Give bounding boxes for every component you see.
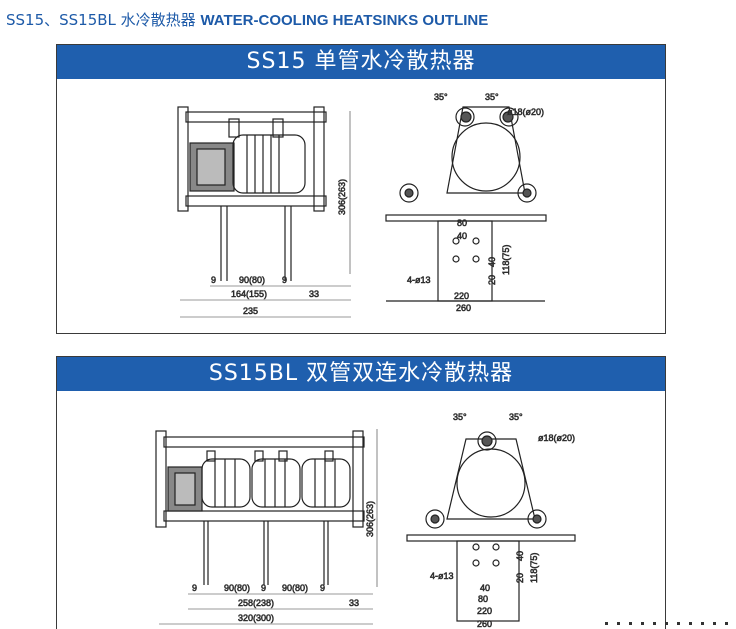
ss15bl-drawing: 9 90(80) 9 90(80) 9 258(238) 33 320(300)… — [155, 412, 576, 629]
ss15bl-dim-holes: 4-ø13 — [430, 571, 454, 581]
ss15bl-dim-90b: 90(80) — [282, 583, 308, 593]
ss15bl-angle-left: 35° — [453, 412, 467, 422]
ss15-angle-left: 35° — [434, 92, 448, 102]
panel-ss15: SS15 单管水冷散热器 9 — [56, 44, 666, 334]
ss15bl-dim-80: 80 — [478, 594, 488, 604]
ss15-dim-40b: 40 — [487, 257, 497, 267]
ss15bl-dim-40b: 40 — [480, 583, 490, 593]
ss15-dim-40a: 40 — [457, 231, 467, 241]
ss15-dim-260: 260 — [456, 303, 471, 313]
ss15bl-angle-right: 35° — [509, 412, 523, 422]
ss15bl-dim-306: 306(263) — [365, 501, 375, 537]
ss15-drawing: 9 90(80) 9 164(155) 33 235 306(263) — [177, 92, 547, 318]
panel-ss15bl: SS15BL 双管双连水冷散热器 — [56, 356, 666, 629]
ss15-dim-164: 164(155) — [231, 289, 267, 299]
ss15-dim-306: 306(263) — [337, 179, 347, 215]
ss15-side-dimensions: 9 90(80) 9 164(155) 33 235 306(263) — [180, 111, 351, 318]
ss15-dim-holes: 4-ø13 — [407, 275, 431, 285]
bottom-decorative-marks — [605, 622, 728, 625]
panel-title: SS15BL 双管双连水冷散热器 — [57, 357, 665, 391]
ss15bl-front-dimensions: 35° 35° ø18(ø20) 40 20 118(75) 4-ø13 40 … — [430, 412, 576, 629]
ss15-dim-220: 220 — [454, 291, 469, 301]
ss15bl-dim-220: 220 — [477, 606, 492, 616]
ss15bl-dim-90a: 90(80) — [224, 583, 250, 593]
ss15-dim-90: 90(80) — [239, 275, 265, 285]
ss15bl-dim-258: 258(238) — [238, 598, 274, 608]
ss15bl-dim-20: 20 — [515, 573, 525, 583]
ss15bl-hole-label: ø18(ø20) — [538, 433, 575, 443]
ss15bl-dim-118: 118(75) — [529, 553, 539, 583]
ss15bl-side-view — [155, 430, 365, 585]
ss15-dim-9a: 9 — [211, 275, 216, 285]
ss15-dim-9b: 9 — [282, 275, 287, 285]
ss15bl-dim-9a: 9 — [192, 583, 197, 593]
panel-title: SS15 单管水冷散热器 — [57, 45, 665, 79]
page-title-cn: SS15、SS15BL 水冷散热器 — [6, 11, 196, 29]
ss15-angle-right: 35° — [485, 92, 499, 102]
ss15bl-dim-320: 320(300) — [238, 613, 274, 623]
ss15bl-dim-260: 260 — [477, 619, 492, 629]
ss15-dim-33: 33 — [309, 289, 319, 299]
ss15bl-dim-9c: 9 — [320, 583, 325, 593]
ss15bl-side-dimensions: 9 90(80) 9 90(80) 9 258(238) 33 320(300)… — [159, 429, 378, 625]
ss15-dim-80: 80 — [457, 218, 467, 228]
ss15-dim-235: 235 — [243, 306, 258, 316]
ss15-front-view — [385, 106, 547, 302]
ss15bl-front-view — [406, 431, 576, 622]
ss15-front-dimensions: 35° 35° ø18(ø20) 80 40 4-ø13 40 20 118(7… — [407, 92, 545, 314]
ss15-hole-label: ø18(ø20) — [507, 107, 544, 117]
ss15-side-view — [177, 106, 327, 281]
ss15bl-dim-40a: 40 — [515, 551, 525, 561]
page-title: SS15、SS15BL 水冷散热器 WATER-COOLING HEATSINK… — [6, 9, 488, 30]
ss15-dim-20: 20 — [487, 275, 497, 285]
ss15bl-dim-33: 33 — [349, 598, 359, 608]
ss15-dim-118: 118(75) — [501, 245, 511, 275]
page-title-en: WATER-COOLING HEATSINKS OUTLINE — [200, 12, 489, 29]
ss15bl-dim-9b: 9 — [261, 583, 266, 593]
